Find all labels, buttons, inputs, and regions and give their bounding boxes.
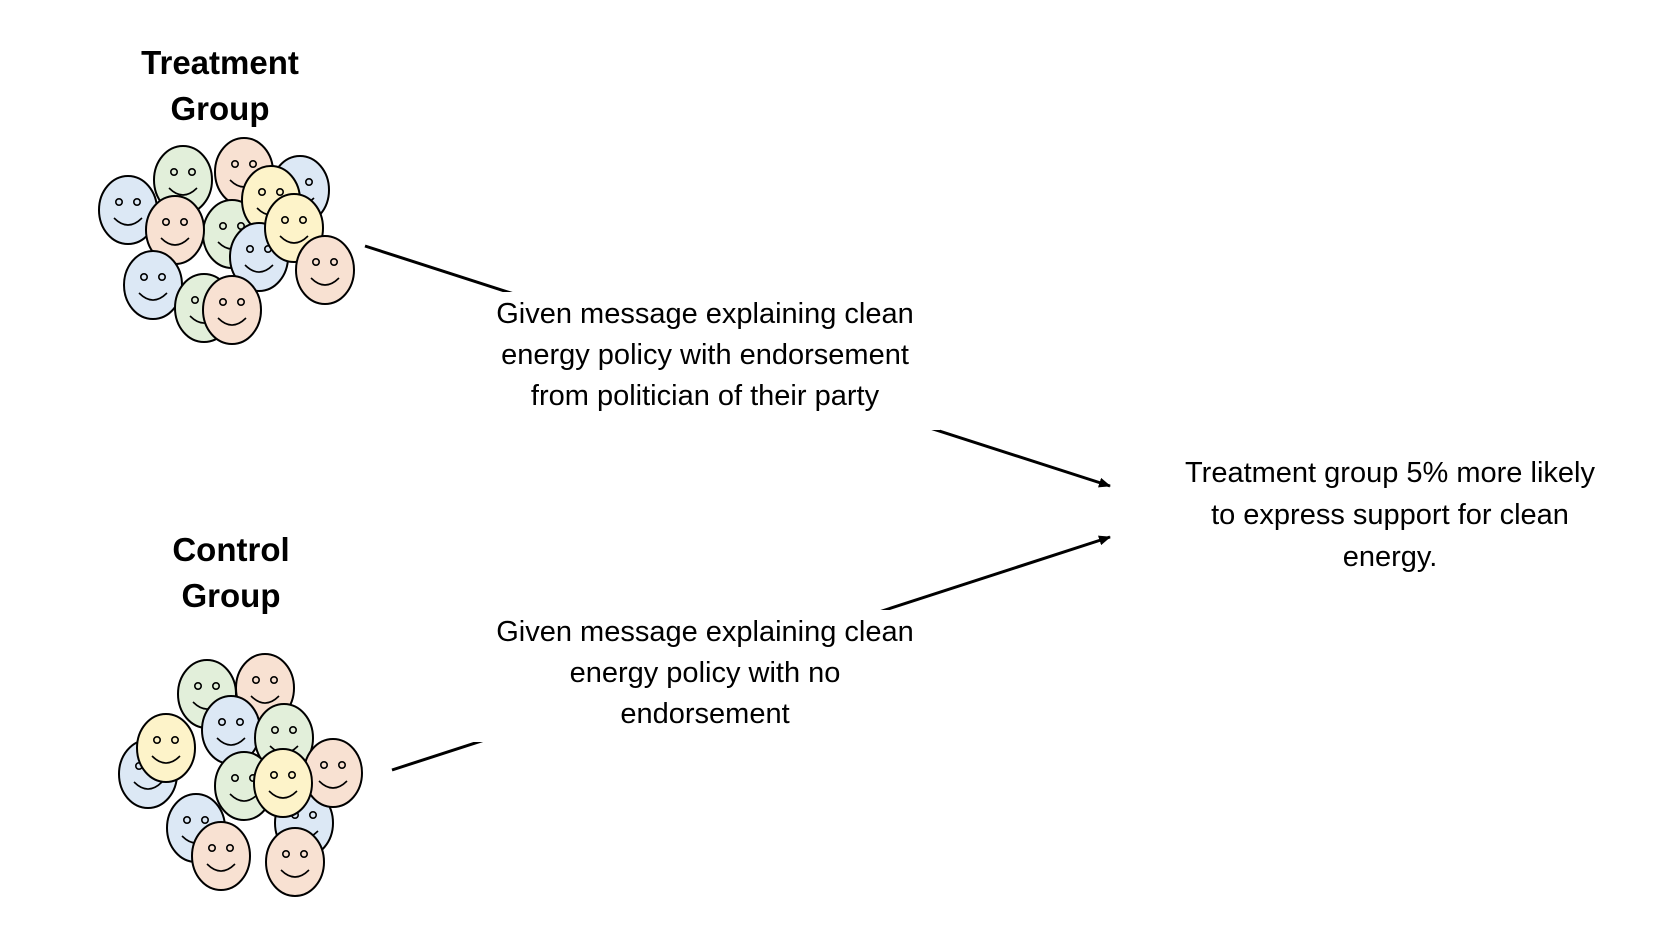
control-message: Given message explaining clean energy po…: [470, 610, 940, 742]
control-message-line3: endorsement: [620, 698, 790, 730]
result-line3: energy.: [1342, 541, 1438, 573]
smiley-face-icon: [202, 275, 262, 345]
control-label-line2: Group: [181, 577, 281, 614]
control-group-crowd: [118, 653, 363, 897]
smiley-face-icon: [136, 713, 196, 783]
control-label-line1: Control: [172, 531, 290, 568]
smiley-face-icon: [265, 827, 325, 897]
treatment-message-line2: energy policy with endorsement: [501, 339, 909, 371]
control-message-line2: energy policy with no: [569, 657, 841, 689]
result-line2: to express support for clean: [1211, 499, 1569, 531]
smiley-face-icon: [123, 250, 183, 320]
treatment-group-crowd: [98, 137, 355, 345]
smiley-face-icon: [191, 821, 251, 891]
smiley-face-icon: [295, 235, 355, 305]
result-text: Treatment group 5% more likely to expres…: [1155, 452, 1625, 578]
control-group-label: Control Group: [121, 527, 341, 619]
smiley-face-icon: [98, 175, 158, 245]
smiley-face-icon: [253, 748, 313, 818]
treatment-message-line3: from politician of their party: [530, 380, 880, 412]
treatment-message-line1: Given message explaining clean: [496, 298, 914, 330]
treatment-label-line1: Treatment: [141, 44, 299, 81]
treatment-group-label: Treatment Group: [110, 40, 330, 132]
control-message-line1: Given message explaining clean: [496, 616, 914, 648]
treatment-message: Given message explaining clean energy po…: [470, 292, 940, 430]
result-line1: Treatment group 5% more likely: [1185, 457, 1595, 489]
treatment-label-line2: Group: [170, 90, 270, 127]
smiley-face-icon: [303, 738, 363, 808]
